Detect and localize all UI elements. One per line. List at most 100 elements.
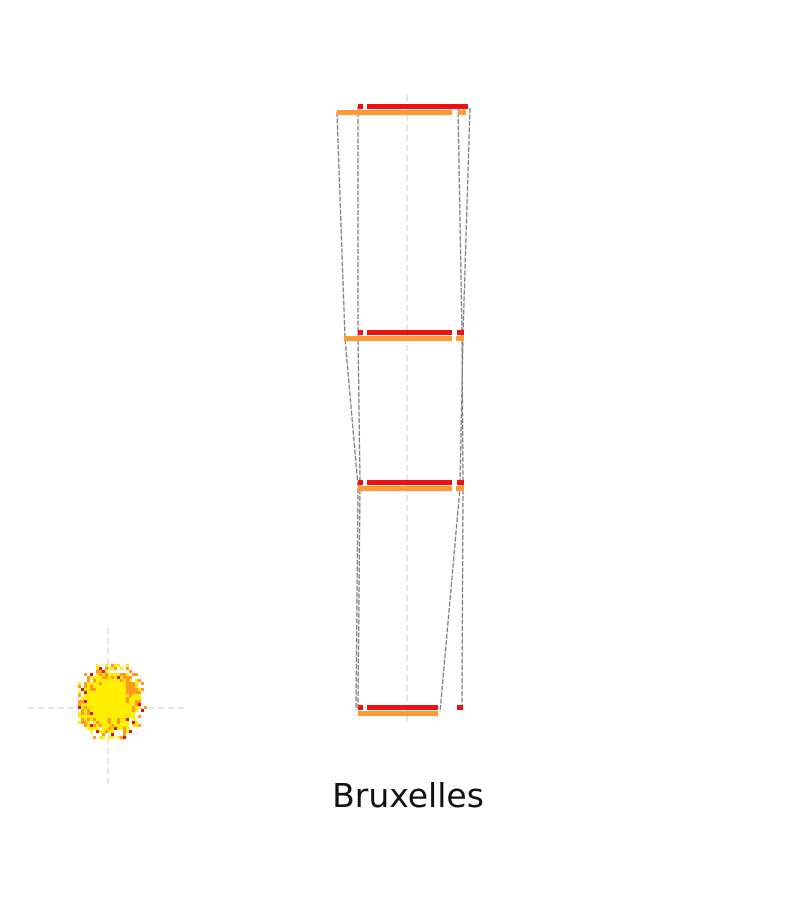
blob-pixel [126,724,129,727]
blob-pixel [135,721,138,724]
blob-pixel [132,697,135,700]
level-upper-orange-bar [344,336,452,341]
blob-pixel [81,718,84,721]
blob-pixel [105,679,108,682]
blob-pixel [108,679,111,682]
blob-pixel [99,706,102,709]
blob-pixel [99,718,102,721]
blob-pixel [111,724,114,727]
blob-pixel [108,715,111,718]
blob-pixel [135,700,138,703]
blob-pixel [96,727,99,730]
blob-pixel [114,715,117,718]
blob-pixel [120,718,123,721]
blob-pixel [138,679,141,682]
blob-pixel [117,691,120,694]
blob-pixel [114,691,117,694]
blob-pixel [129,685,132,688]
blob-pixel [87,685,90,688]
blob-pixel [129,706,132,709]
blob-pixel [108,703,111,706]
blob-pixel [99,688,102,691]
blob-pixel [105,673,108,676]
blob-pixel [102,700,105,703]
blob-pixel [93,688,96,691]
blob-pixel [126,712,129,715]
blob-pixel [129,679,132,682]
blob-pixel [138,697,141,700]
blob-pixel [132,715,135,718]
blob-pixel [117,676,120,679]
blob-pixel [90,673,93,676]
blob-pixel [135,682,138,685]
outline-left-inner [357,106,361,711]
blob-pixel [87,715,90,718]
blob-pixel [135,697,138,700]
blob-pixel [99,730,102,733]
blob-pixel [123,736,126,739]
blob-pixel [93,718,96,721]
blob-pixel [99,724,102,727]
blob-pixel [105,712,108,715]
blob-pixel [117,697,120,700]
blob-pixel [129,715,132,718]
blob-pixel [108,697,111,700]
blob-pixel [111,721,114,724]
blob-pixel [102,676,105,679]
blob-pixel [120,712,123,715]
blob-pixel [108,682,111,685]
blob-pixel [99,685,102,688]
blob-pixel [123,682,126,685]
blob-pixel [114,667,117,670]
blob-pixel [114,727,117,730]
level-top-gap [363,104,367,109]
blob-pixel [108,691,111,694]
blob-pixel [99,676,102,679]
blob-pixel [111,703,114,706]
blob-pixel [114,721,117,724]
blob-pixel [102,730,105,733]
location-caption: Bruxelles [332,776,484,815]
blob-pixel [81,688,84,691]
blob-pixel [114,718,117,721]
blob-pixel [96,712,99,715]
blob-pixel [111,712,114,715]
blob-pixel [108,709,111,712]
blob-pixel [129,694,132,697]
blob-pixel [123,673,126,676]
blob-pixel [93,712,96,715]
blob-pixel [114,688,117,691]
blob-pixel [102,715,105,718]
blob-pixel [129,676,132,679]
blob-pixel [141,682,144,685]
blob-pixel [126,694,129,697]
blob-pixel [129,709,132,712]
blob-pixel [111,694,114,697]
blob-pixel [114,679,117,682]
blob-pixel [135,679,138,682]
blob-pixel [102,679,105,682]
blob-pixel [135,694,138,697]
blob-pixel [114,682,117,685]
blob-pixel [84,706,87,709]
blob-pixel [117,688,120,691]
blob-pixel [105,700,108,703]
blob-pixel [108,730,111,733]
blob-pixel [141,688,144,691]
level-base-red-bar [358,705,438,710]
blob-pixel [105,676,108,679]
blob-pixel [81,721,84,724]
blob-pixel [108,667,111,670]
blob-pixel [108,706,111,709]
blob-pixel [135,673,138,676]
blob-pixel [90,685,93,688]
blob-pixel [114,724,117,727]
blob-pixel [102,724,105,727]
blob-pixel [96,664,99,667]
blob-pixel [129,682,132,685]
blob-pixel [108,736,111,739]
blob-pixel [120,694,123,697]
blob-pixel [99,697,102,700]
blob-pixel [93,679,96,682]
